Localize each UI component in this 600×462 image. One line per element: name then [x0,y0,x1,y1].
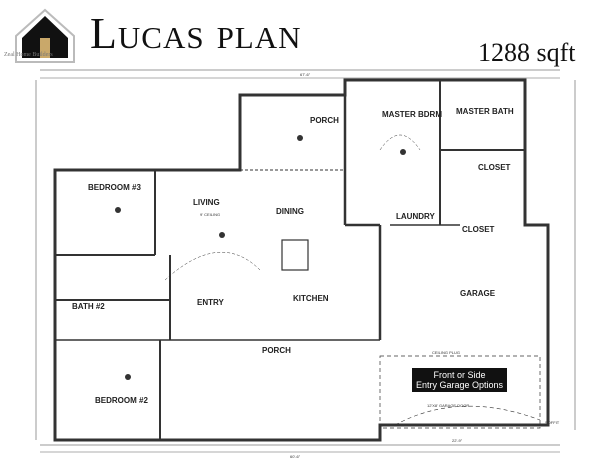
room-bedroom-2: BEDROOM #2 [95,396,148,405]
ceiling-plug-note: CEILING PLUG [432,350,461,355]
garage-options-label: Front or Side Entry Garage Options [412,368,508,392]
room-porch-rear: PORCH [310,116,339,125]
garage-options-line1: Front or Side [433,370,486,380]
dimension-bottom: 60'-6" [290,454,301,459]
room-master-bath: MASTER BATH [456,107,514,116]
brand-name: Zeal Home Builders [4,52,53,58]
garage-options-line2: Entry Garage Options [416,380,504,390]
zeal-home-builders-logo [15,8,75,63]
plan-title: Lucas plan [90,9,302,58]
room-dining: DINING [276,207,304,216]
ceiling-note: 9' CEILING [200,212,221,217]
square-footage: 1288 sqft [478,38,576,67]
garage-door-note: 12'X8' GARAGE DOOR [427,403,470,408]
room-laundry: LAUNDRY [396,212,435,221]
soffit-note: SOFFIT [545,420,560,425]
room-garage: GARAGE [460,289,496,298]
dimension-garage: 22'-9" [452,438,463,443]
room-porch-front: PORCH [262,346,291,355]
room-living: LIVING [193,198,220,207]
room-closet: CLOSET [478,163,511,172]
room-master-bedroom: MASTER BDRM [382,110,442,119]
room-entry: ENTRY [197,298,224,307]
room-bath-2: BATH #2 [72,302,105,311]
room-bedroom-3: BEDROOM #3 [88,183,141,192]
dimension-top: 67'-6" [300,72,311,77]
room-closet-2: CLOSET [462,225,495,234]
room-kitchen: KITCHEN [293,294,329,303]
